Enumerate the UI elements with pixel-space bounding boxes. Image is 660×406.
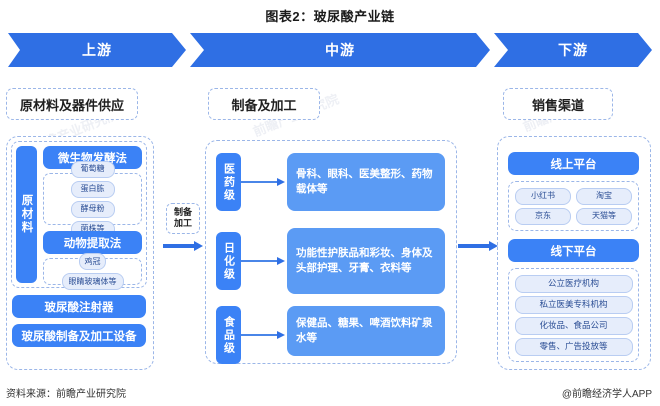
offline-platform-items: 公立医疗机构 私立医美专科机构 化妆品、食品公司 零售、广告投放等	[508, 268, 639, 362]
arrow-upstream-to-midstream	[163, 241, 203, 251]
applications-food: 保健品、糖果、啤酒饮料矿泉水等	[287, 306, 445, 356]
chip-private-aesthetic-clinics: 私立医美专科机构	[514, 295, 633, 314]
arrow-grade-food	[241, 331, 287, 339]
applications-pharmaceutical: 骨科、眼科、医美整形、药物载体等	[287, 153, 445, 211]
chip-yeast-powder: 酵母粉	[70, 200, 115, 218]
arrow-shaft	[163, 244, 194, 248]
equipment-production-machinery[interactable]: 玻尿酸制备及加工设备	[12, 324, 146, 347]
grade-cosmetic[interactable]: 日化级	[216, 232, 241, 290]
connector-label-preparation: 制备 加工	[166, 203, 200, 234]
arrow-head-icon	[277, 178, 285, 186]
arrow-head-icon	[194, 241, 203, 251]
chip-glucose: 葡萄糖	[70, 160, 115, 178]
equipment-injector[interactable]: 玻尿酸注射器	[12, 295, 146, 318]
grade-pharmaceutical-label: 医药级	[216, 153, 241, 211]
arrow-head-icon	[489, 241, 498, 251]
method-animal-extraction[interactable]: 动物提取法	[43, 231, 142, 254]
arrow-grade-cosmetic	[241, 257, 287, 265]
channel-offline-platform[interactable]: 线下平台	[508, 239, 639, 262]
arrow-grade-pharmaceutical	[241, 178, 287, 186]
banner-segment-downstream[interactable]: 下游	[494, 33, 652, 67]
grade-food-label: 食品级	[216, 306, 241, 364]
raw-material-vertical-label: 原材料	[16, 146, 37, 283]
microbial-fermentation-items: 葡萄糖 蛋白胨 酵母粉 菌株等	[43, 160, 142, 238]
grade-pharmaceutical[interactable]: 医药级	[216, 153, 241, 211]
chip-tmall: 天猫等	[576, 207, 632, 225]
source-note: 资料来源：前瞻产业研究院	[6, 389, 126, 400]
section-header-downstream: 销售渠道	[503, 88, 613, 120]
chip-vitreous-body: 眼睛玻璃体等	[61, 273, 124, 290]
arrow-shaft	[241, 334, 279, 336]
arrow-shaft	[458, 244, 489, 248]
chip-xiaohongshu: 小红书	[515, 187, 571, 205]
arrow-shaft	[241, 181, 279, 183]
grade-food[interactable]: 食品级	[216, 306, 241, 364]
arrow-shaft	[241, 260, 279, 262]
connector-label-line2: 加工	[173, 218, 192, 229]
grade-cosmetic-label: 日化级	[216, 232, 241, 290]
credit-note: @前瞻经济学人APP	[561, 389, 652, 400]
applications-cosmetic: 功能性护肤品和彩妆、身体及头部护理、牙膏、衣料等	[287, 228, 445, 294]
chip-jd: 京东	[515, 207, 571, 225]
chip-peptone: 蛋白胨	[70, 180, 115, 198]
page-title: 图表2：玻尿酸产业链	[265, 9, 395, 24]
arrow-midstream-to-downstream	[458, 241, 498, 251]
chip-cockscomb: 鸡冠	[79, 253, 106, 270]
section-header-upstream: 原材料及器件供应	[6, 88, 138, 120]
channel-online-platform[interactable]: 线上平台	[508, 152, 639, 175]
industry-chain-banner: 上游 中游 下游	[8, 33, 652, 67]
chip-public-medical-institutions: 公立医疗机构	[514, 274, 633, 293]
chip-cosmetics-food-companies: 化妆品、食品公司	[514, 316, 633, 335]
arrow-head-icon	[277, 331, 285, 339]
chip-retail-advertising: 零售、广告投放等	[514, 337, 633, 356]
section-header-midstream: 制备及加工	[208, 88, 320, 120]
banner-segment-upstream[interactable]: 上游	[8, 33, 186, 67]
online-platform-items: 小红书 淘宝 京东 天猫等	[508, 181, 639, 231]
animal-extraction-items: 鸡冠 眼睛玻璃体等	[43, 253, 142, 290]
banner-segment-midstream[interactable]: 中游	[190, 33, 490, 67]
chip-taobao: 淘宝	[576, 187, 632, 205]
arrow-head-icon	[277, 257, 285, 265]
connector-label-line1: 制备	[173, 207, 192, 217]
